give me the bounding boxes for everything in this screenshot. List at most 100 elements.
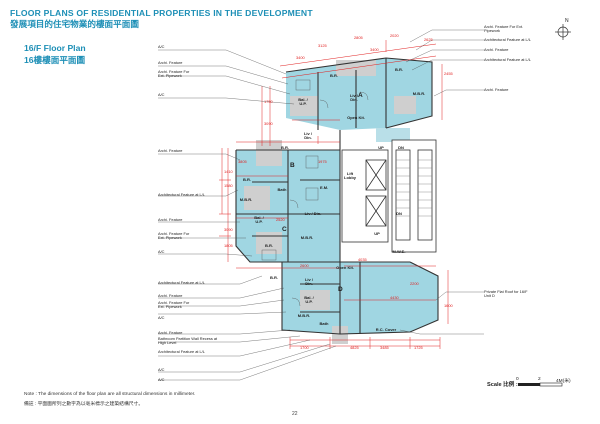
dimension-value: 2805: [354, 35, 363, 40]
unit-label-a: A: [358, 92, 363, 99]
room-label-mwe: M.W.E.: [392, 249, 406, 254]
callout-archi-feature-ll: Architectural Feature at L/L: [158, 349, 205, 354]
dimension-value: 3485: [380, 345, 389, 350]
dimension-value: 3805: [238, 159, 247, 164]
scale-bar: [518, 382, 563, 387]
room-label-mbr: M.B.R.: [300, 235, 314, 240]
dimension-value: 3090: [264, 121, 273, 126]
dimension-value: 1700: [300, 345, 309, 350]
page-number: 22: [292, 411, 298, 417]
room-label-br: B.R.: [330, 73, 338, 78]
room-label-mbr: M.B.R.: [297, 313, 311, 318]
room-label-mbr: M.B.R.: [239, 197, 253, 202]
dimension-value: 3125: [318, 43, 327, 48]
callout-archi-feature-ll: Architectural Feature at L/L: [484, 37, 531, 42]
dimension-value: 2455: [444, 71, 453, 76]
dimension-value: 2600: [300, 263, 309, 268]
dimension-value: 2520: [276, 217, 285, 222]
room-label-em: E.M.: [320, 185, 329, 190]
callout-archi-feature: Archi. Feature: [158, 60, 183, 65]
dimension-value: 4430: [390, 295, 399, 300]
dimension-value: 2200: [410, 281, 419, 286]
room-label-open-kit: Open Kit.: [336, 265, 354, 270]
unit-label-b: B: [290, 162, 295, 169]
page-title-zh: 發展項目的住宅物業的樓面平面圖: [10, 19, 139, 29]
callout-archi-feature-pipework: Archi. Feature For Ext. Pipework: [158, 300, 190, 310]
dimension-value: 4825: [350, 345, 359, 350]
core: [341, 139, 437, 253]
room-label-bal: Bal. / U.P.: [254, 215, 264, 225]
callout-archi-feature: Archi. Feature: [158, 217, 183, 222]
stair-label-up: UP: [378, 145, 384, 150]
dimension-value: 1410: [224, 169, 233, 174]
room-label-bath: Bath: [319, 321, 329, 326]
room-label-bal: Bal. / U.P.: [298, 97, 308, 107]
callout-archi-feature-ll: Architectural Feature at L/L: [158, 280, 205, 285]
dimension-value: 1725: [414, 345, 423, 350]
dimension-value: 1750: [264, 99, 273, 104]
room-label-liv: Liv / Din.: [303, 131, 312, 141]
unit-label-c: C: [282, 226, 287, 233]
callout-ac: A/C: [158, 249, 165, 254]
callout-archi-feature-pipework: Archi. Feature For Ext. Pipework: [484, 24, 524, 34]
room-label-liv: Liv / Din.: [304, 277, 313, 287]
callout-archi-feature: Archi. Feature: [484, 47, 509, 52]
dimension-value: 3400: [370, 47, 379, 52]
callout-archi-feature: Archi. Feature: [484, 87, 509, 92]
scale-tick-0: 0: [516, 377, 519, 382]
stair-label-up: UP: [374, 231, 380, 236]
dimension-value: 2625: [424, 37, 433, 42]
callout-archi-feature: Archi. Feature: [158, 148, 183, 153]
north-arrow: [555, 24, 571, 40]
scale-label: Scale 比例 :: [487, 382, 518, 388]
dimension-lines: [221, 40, 449, 347]
callout-archi-feature-pipework: Archi. Feature For Ext. Pipework: [158, 231, 190, 241]
walls: [235, 57, 439, 335]
stair-label-dn: DN: [398, 145, 404, 150]
dimension-value: 2020: [390, 33, 399, 38]
page-title-en: FLOOR PLANS OF RESIDENTIAL PROPERTIES IN…: [10, 8, 313, 18]
north-label: N: [565, 18, 569, 24]
room-label-br: B.R.: [265, 243, 273, 248]
room-label-br: B.R.: [395, 67, 403, 72]
callout-ac: A/C: [158, 315, 165, 320]
callout-ac: A/C: [158, 367, 165, 372]
callout-archi-feature-pipework: Archi. Feature For Ext. Pipework: [158, 69, 190, 79]
callout-ac: A/C: [158, 377, 165, 382]
callout-ac: A/C: [158, 44, 165, 49]
dimension-value: 1600: [444, 303, 453, 308]
callout-archi-feature: Archi. Feature: [158, 293, 183, 298]
scale-tick-4: 4M(米): [556, 379, 571, 384]
dimension-value: 1580: [224, 183, 233, 188]
room-label-open-kit: Open Kit.: [347, 115, 365, 120]
room-label-bal: Bal. / U.P.: [304, 295, 314, 305]
room-label-liv: Liv / Din.: [349, 93, 358, 103]
callout-private-flat-roof: Private Flat Roof for 16/F Unit D: [484, 289, 528, 299]
room-label-br: B.R.: [281, 145, 289, 150]
note-en: Note : The dimensions of the floor plan …: [24, 392, 196, 397]
dimension-value: 1975: [318, 159, 327, 164]
room-label-mbr: M.B.R.: [412, 91, 426, 96]
note-zh: 備註 : 平面圖所列之數字為以毫米標示之建築結構尺寸。: [24, 402, 144, 407]
callout-archi-feature: Archi. Feature: [158, 330, 183, 335]
room-label-br: B.R.: [270, 275, 278, 280]
room-label-lift-lobby: Lift Lobby: [344, 171, 356, 181]
room-label-br: B.R.: [243, 177, 251, 182]
floor-plan-title-en: 16/F Floor Plan: [24, 43, 86, 53]
dimension-value: 1805: [224, 243, 233, 248]
callout-bathroom-partition: Bathroom Partition Wall Recess at High L…: [158, 336, 218, 346]
scale-tick-2: 2: [538, 377, 541, 382]
leader-lines: [158, 29, 484, 381]
callout-archi-feature-ll: Architectural Feature at L/L: [484, 57, 531, 62]
floor-plan-title-zh: 16樓樓面平面圖: [24, 55, 86, 65]
dimension-value: 3090: [224, 227, 233, 232]
dimension-value: 4035: [358, 257, 367, 262]
callout-archi-feature-ll: Architectural Feature at L/L: [158, 192, 205, 197]
dimension-ticks: [219, 179, 441, 349]
room-label-bath: Bath: [277, 187, 287, 192]
room-label-rc-cover: R.C. Cover: [375, 327, 397, 332]
room-label-liv: Liv / Din.: [304, 211, 322, 216]
stair-label-dn: DN: [396, 211, 402, 216]
callout-ac: A/C: [158, 92, 165, 97]
